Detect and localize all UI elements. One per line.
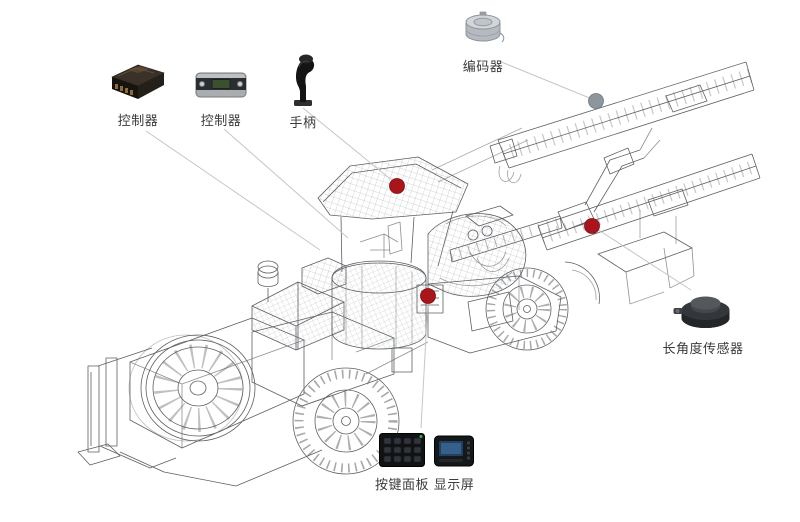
callout-controller-2: 控制器 — [193, 64, 249, 129]
callout-handle: 手柄 — [285, 50, 321, 131]
leader-handle — [302, 107, 395, 183]
callout-label-angle-sensor: 长角度传感器 — [662, 341, 744, 356]
hotspot-markers — [389, 93, 604, 304]
leader-lines — [145, 60, 692, 429]
callout-encoder: 编码器 — [461, 10, 505, 75]
leader-controller-2 — [223, 128, 349, 239]
callout-keypad: 按键面板 — [375, 432, 429, 493]
joystick-icon — [285, 50, 321, 106]
encoder-icon — [461, 10, 505, 50]
display-icon — [433, 434, 475, 468]
angle-sensor-icon — [672, 286, 733, 332]
leader-encoder — [498, 60, 593, 100]
callout-label-display: 显示屏 — [433, 477, 475, 492]
marker-side-panel — [420, 288, 436, 304]
callout-label-handle: 手柄 — [289, 115, 317, 130]
callout-label-controller-2: 控制器 — [200, 113, 242, 128]
leader-controller-1 — [145, 130, 321, 251]
keypad-icon — [378, 432, 426, 468]
callout-angle-sensor: 长角度传感器 — [662, 286, 743, 357]
callout-label-keypad: 按键面板 — [374, 477, 430, 492]
controller-ecu-icon — [106, 58, 170, 104]
controller-module-icon — [193, 64, 249, 104]
callout-controller-1: 控制器 — [106, 58, 170, 129]
callout-label-encoder: 编码器 — [462, 59, 504, 74]
callout-label-controller-1: 控制器 — [117, 113, 159, 128]
machine-wireframe — [77, 61, 761, 487]
leader-angle-sensor — [596, 228, 692, 291]
marker-boom — [584, 218, 600, 234]
marker-cab-roof — [389, 178, 405, 194]
marker-encoder — [588, 93, 604, 109]
leader-keypad-display — [420, 299, 429, 429]
callout-display: 显示屏 — [433, 434, 475, 493]
